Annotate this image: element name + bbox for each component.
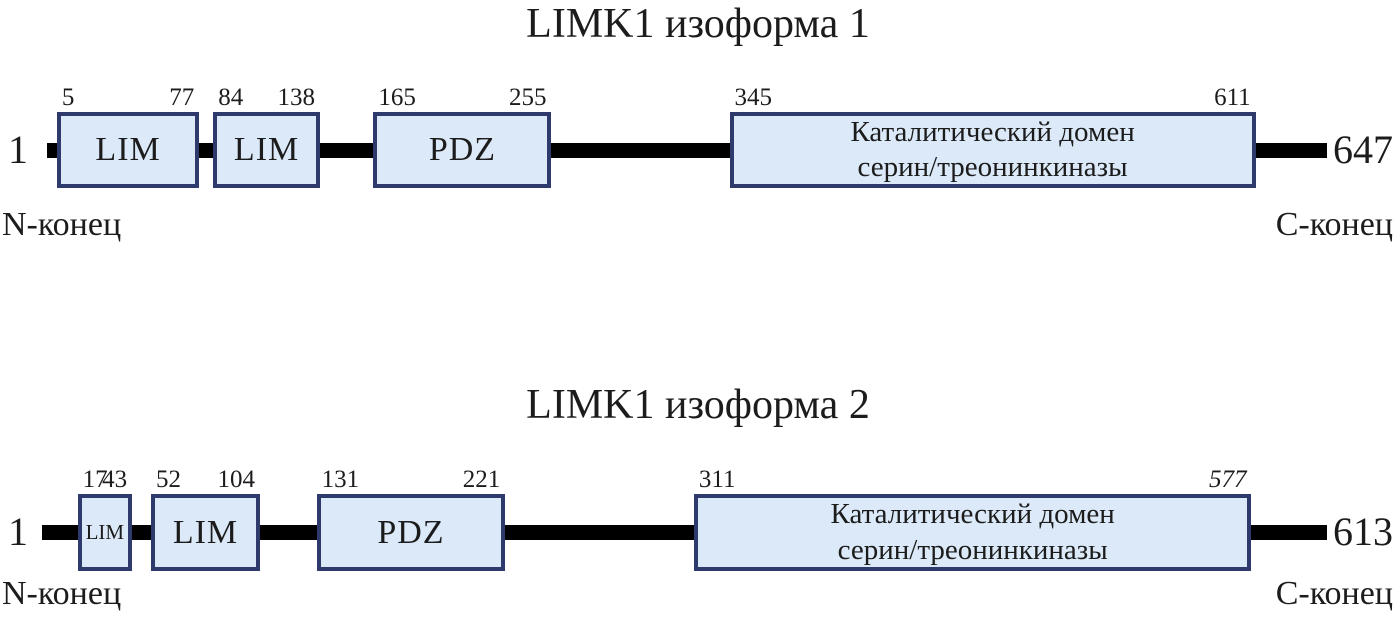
kinase-label-line-2: серин/треонинкиназы xyxy=(837,533,1108,566)
isoform-2-domain-kinase: 311 577 Каталитический домен серин/треон… xyxy=(693,467,1252,571)
isoform-1-c-terminus-label: C-конец xyxy=(1275,206,1393,243)
domain-end-number: 104 xyxy=(217,466,256,493)
isoform-1-title: LIMK1 изоформа 1 xyxy=(526,1,870,47)
domain-label: LIM xyxy=(172,513,239,551)
isoform-1-domain-kinase: 345 611 Каталитический домен серин/треон… xyxy=(729,85,1256,188)
isoform-2-domain-lim-1: 17 43 LIM xyxy=(77,467,133,571)
domain-end-number: 611 xyxy=(1214,84,1251,111)
isoform-1-domain-lim-1: 5 77 LIM xyxy=(56,85,200,188)
kinase-label-line-2: серин/треонинкиназы xyxy=(857,151,1128,183)
domain-start-number: 84 xyxy=(218,84,244,111)
domain-label: Каталитический домен серин/треонинкиназы xyxy=(850,115,1134,186)
isoform-1-start-residue: 1 xyxy=(8,127,28,172)
domain-start-number: 345 xyxy=(734,84,773,111)
isoform-1-n-terminus-label: N-конец xyxy=(2,206,122,243)
domain-end-number: 221 xyxy=(462,466,501,493)
isoform-2-domain-lim-2: 52 104 LIM xyxy=(151,467,260,571)
kinase-label-line-1: Каталитический домен xyxy=(850,115,1135,148)
domain-end-number: 43 xyxy=(102,466,128,493)
domain-label: Каталитический домен серин/треонинкиназы xyxy=(831,497,1115,568)
domain-start-number: 52 xyxy=(156,466,181,493)
domain-label: PDZ xyxy=(377,513,445,551)
domain-label: PDZ xyxy=(428,131,497,168)
isoform-2-domain-pdz: 131 221 PDZ xyxy=(316,467,506,571)
domain-end-number: 255 xyxy=(508,84,547,111)
domain-start-number: 5 xyxy=(61,84,75,111)
kinase-label-line-1: Каталитический домен xyxy=(830,498,1115,531)
domain-end-number: 577 xyxy=(1208,466,1247,493)
isoform-2-title: LIMK1 изоформа 2 xyxy=(526,382,870,428)
isoform-2-start-residue: 1 xyxy=(8,509,28,554)
isoform-2-c-terminus-label: C-конец xyxy=(1275,575,1393,612)
isoform-1-domain-pdz: 165 255 PDZ xyxy=(373,85,552,188)
domain-label: LIM xyxy=(85,520,125,544)
domain-start-number: 165 xyxy=(378,84,416,111)
isoform-2-n-terminus-label: N-конец xyxy=(2,575,122,612)
domain-label: LIM xyxy=(233,131,300,168)
domain-start-number: 17 xyxy=(82,466,108,493)
isoform-1-domain-lim-2: 84 138 LIM xyxy=(213,85,320,188)
domain-label: LIM xyxy=(95,131,161,168)
domain-start-number: 131 xyxy=(321,466,360,493)
domain-start-number: 311 xyxy=(698,466,736,493)
isoform-1-end-residue: 647 xyxy=(1333,127,1393,172)
domain-end-number: 138 xyxy=(277,84,315,111)
isoform-2-end-residue: 613 xyxy=(1333,509,1393,554)
domain-end-number: 77 xyxy=(169,84,195,111)
